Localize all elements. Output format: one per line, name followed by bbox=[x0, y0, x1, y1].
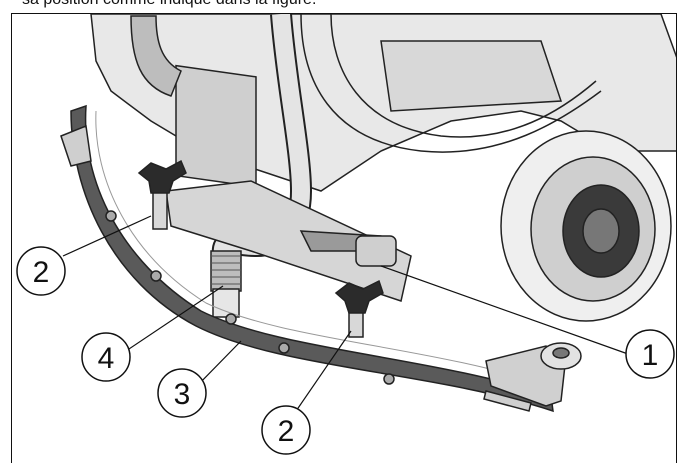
callout-label: 1 bbox=[642, 339, 659, 372]
caption-fragment: sa position comme indiqué dans la figure… bbox=[22, 0, 316, 9]
squeegee-bracket bbox=[165, 180, 412, 302]
adjustment-knob-right bbox=[334, 279, 384, 338]
callout-label: 2 bbox=[33, 256, 50, 289]
callout-4: 4 bbox=[81, 332, 131, 382]
wheel bbox=[500, 130, 672, 322]
callout-label: 4 bbox=[98, 342, 115, 375]
callout-label: 3 bbox=[174, 378, 191, 411]
callout-2-left: 2 bbox=[16, 246, 66, 296]
squeegee-blade bbox=[60, 104, 582, 413]
callout-label: 2 bbox=[278, 415, 295, 448]
figure-frame: 2 4 3 2 1 bbox=[11, 13, 677, 463]
squeegee-illustration: 2 4 3 2 1 bbox=[16, 14, 676, 455]
machine-body bbox=[90, 14, 676, 192]
callout-2-bottom: 2 bbox=[261, 405, 311, 455]
callout-1: 1 bbox=[625, 329, 675, 379]
adjustment-knob-left bbox=[137, 159, 187, 230]
callout-3: 3 bbox=[157, 368, 207, 418]
